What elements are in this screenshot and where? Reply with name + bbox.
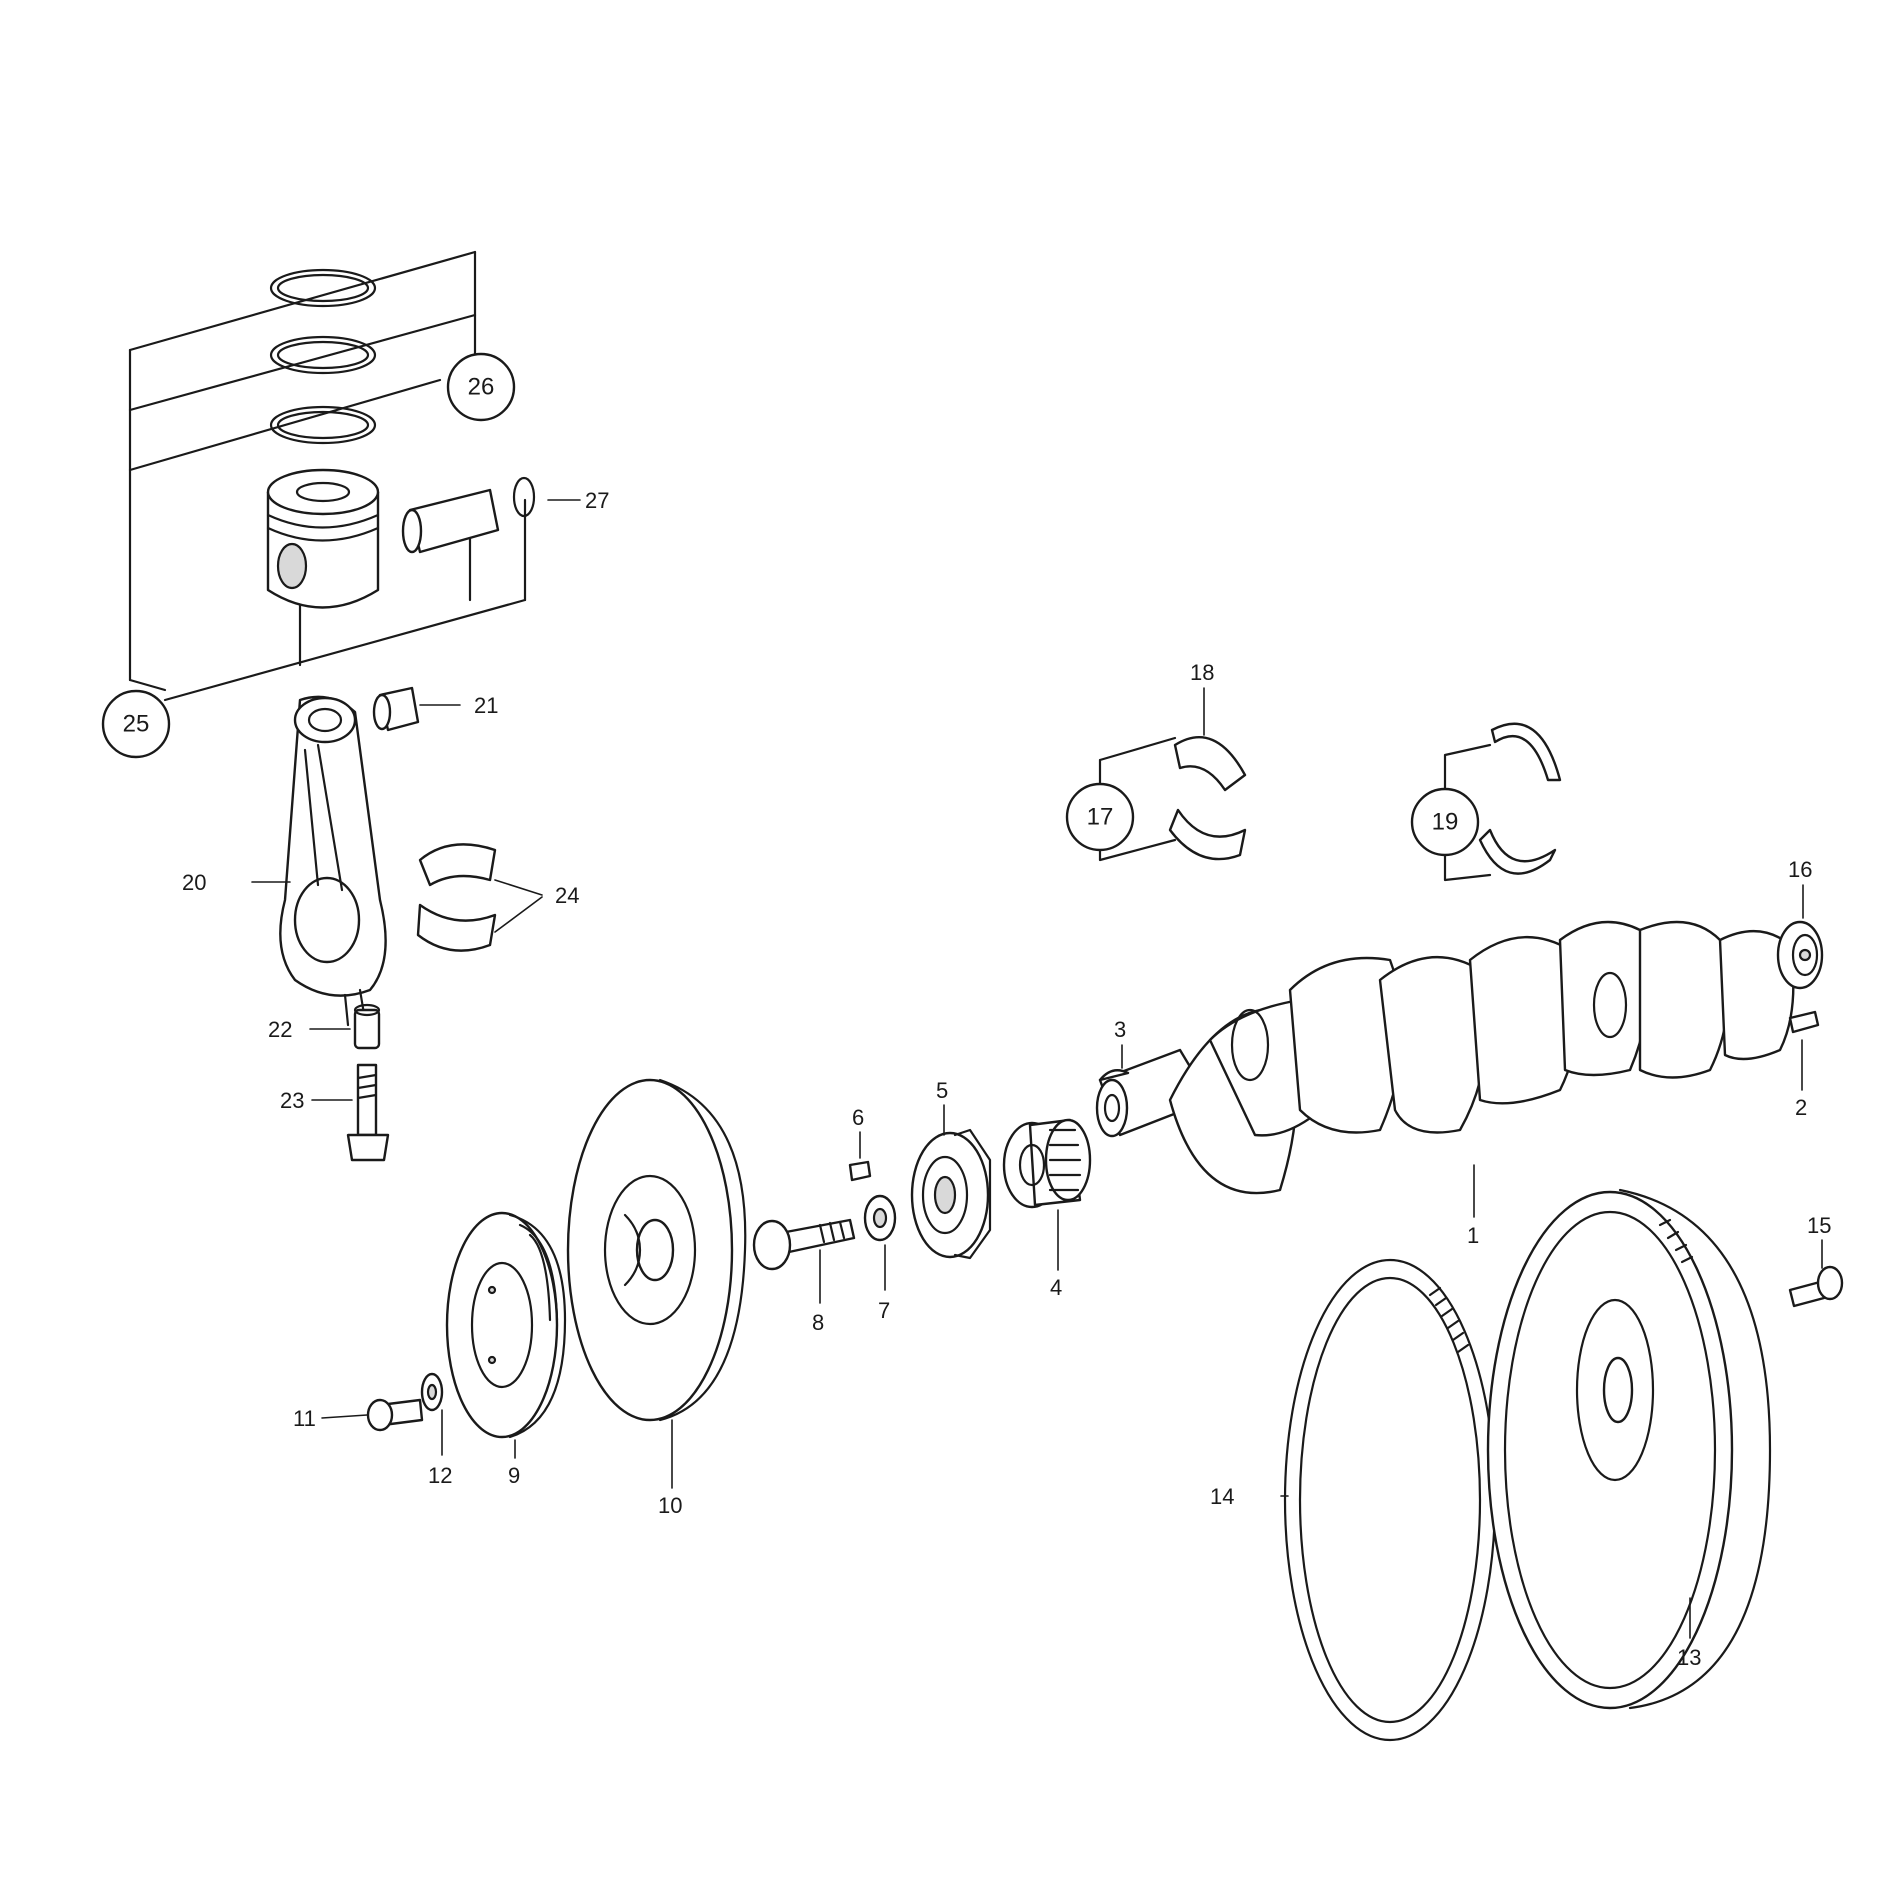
circled-callout-25: 25 — [101, 689, 171, 759]
vibration-damper — [566, 1078, 747, 1422]
ring-gear — [1283, 1258, 1497, 1742]
callout-18: 18 — [1190, 660, 1214, 685]
washer — [863, 1194, 897, 1242]
circled-callouts: 25 26 17 19 — [101, 352, 1480, 857]
leader-lines — [251, 499, 1823, 1639]
callout-1: 1 — [1467, 1223, 1479, 1248]
piston-ring-top — [269, 268, 377, 308]
connecting-rod — [279, 695, 387, 1027]
callout-22: 22 — [268, 1017, 292, 1042]
callout-13: 13 — [1677, 1645, 1701, 1670]
callout-24: 24 — [555, 883, 579, 908]
svg-text:17: 17 — [1087, 804, 1114, 831]
thrust-washers — [1443, 722, 1562, 882]
front-hub — [910, 1128, 992, 1260]
key — [848, 1160, 872, 1182]
callout-6: 6 — [852, 1105, 864, 1130]
piston-ring-bottom — [269, 405, 377, 445]
callout-14: 14 — [1210, 1484, 1234, 1509]
callout-3: 3 — [1114, 1017, 1126, 1042]
svg-text:19: 19 — [1432, 809, 1459, 836]
callout-11: 11 — [293, 1406, 316, 1431]
circlip — [512, 476, 536, 518]
pilot-bearing — [1776, 920, 1824, 990]
pulley-washer — [420, 1372, 444, 1412]
piston — [266, 468, 380, 609]
piston-ring-middle — [269, 335, 377, 375]
dowel-pin — [1788, 1010, 1820, 1034]
circled-callout-19: 19 — [1410, 787, 1480, 857]
callout-9: 9 — [508, 1463, 520, 1488]
callout-8: 8 — [812, 1310, 824, 1335]
callout-5: 5 — [936, 1078, 948, 1103]
woodruff-key — [1098, 1069, 1130, 1082]
callout-20: 20 — [182, 870, 206, 895]
pulley-bolt — [366, 1398, 424, 1432]
main-bearing-shells — [1098, 736, 1247, 862]
connecting-rod-bolt — [346, 1063, 390, 1162]
piston-group — [128, 250, 536, 1162]
svg-text:26: 26 — [468, 374, 495, 401]
crankshaft-gear — [1002, 1118, 1092, 1209]
center-bolt — [752, 1218, 856, 1271]
callout-labels: 1 2 3 4 5 6 7 8 9 10 11 12 13 14 15 16 1… — [182, 488, 1831, 1670]
dowel-sleeve — [353, 1003, 381, 1050]
belt-pulley — [445, 1211, 567, 1439]
svg-text:25: 25 — [123, 711, 150, 738]
crankshaft — [1095, 920, 1795, 1195]
callout-7: 7 — [878, 1298, 890, 1323]
piston-pin — [401, 488, 500, 554]
circled-callout-26: 26 — [446, 352, 516, 422]
callout-16: 16 — [1788, 857, 1812, 882]
flywheel-bolt — [1788, 1265, 1844, 1308]
callout-15: 15 — [1807, 1213, 1831, 1238]
callout-10: 10 — [658, 1493, 682, 1518]
callout-27: 27 — [585, 488, 609, 513]
callout-4: 4 — [1050, 1275, 1062, 1300]
flywheel — [1486, 1188, 1772, 1710]
callout-12: 12 — [428, 1463, 452, 1488]
callout-2: 2 — [1795, 1095, 1807, 1120]
small-end-bushing — [372, 686, 420, 732]
connecting-rod-bearing-shells — [416, 843, 497, 952]
callout-23: 23 — [280, 1088, 304, 1113]
callout-21: 21 — [474, 693, 498, 718]
circled-callout-17: 17 — [1065, 782, 1135, 852]
